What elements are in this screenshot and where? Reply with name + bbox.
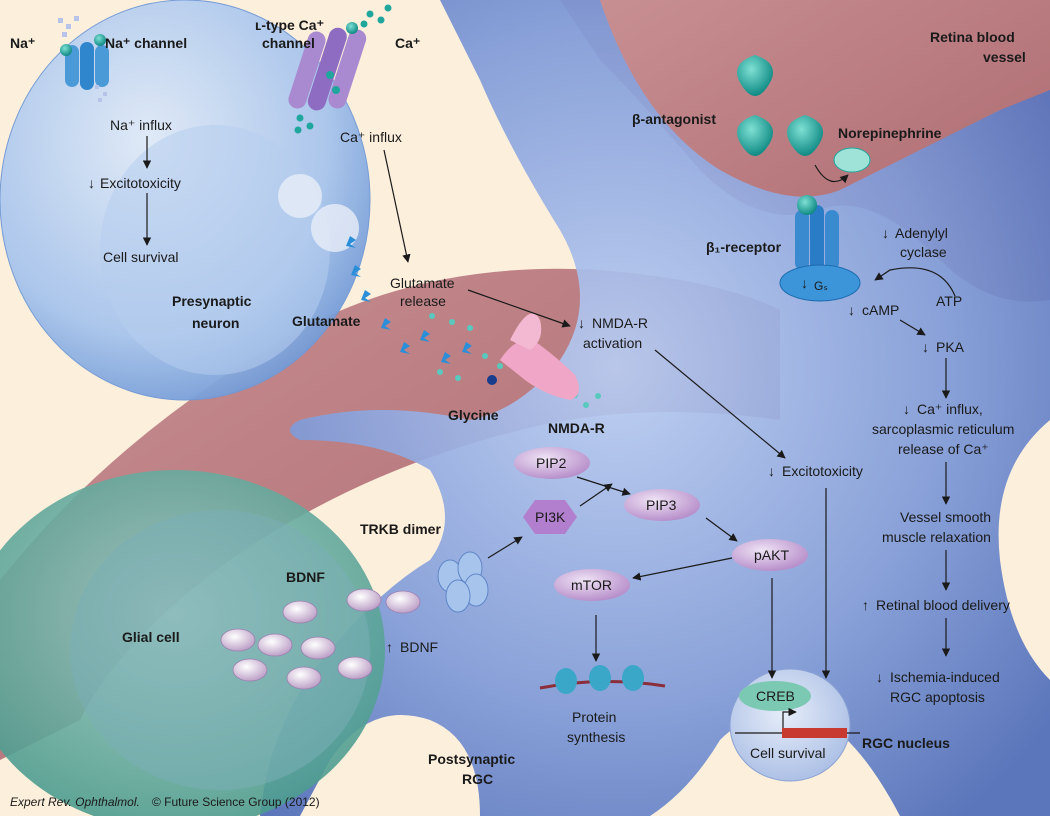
pi3k-node: [523, 500, 577, 534]
bdnf-molecules: [220, 588, 421, 690]
gs-protein: [779, 264, 861, 302]
label-ca-release-1: Ca⁺ influx,: [917, 401, 983, 417]
label-adenylyl-1: Adenylyl: [895, 225, 948, 241]
label-cell-survival-nuc: Cell survival: [750, 745, 825, 761]
nmda-receptor: [487, 313, 579, 400]
label-creb: CREB: [756, 688, 795, 704]
label-beta1-receptor: β₁-receptor: [706, 239, 782, 255]
label-rgc-nucleus: RGC nucleus: [862, 735, 950, 751]
label-nmdar-act-1: NMDA-R: [592, 315, 648, 331]
label-retinal-blood: Retinal blood delivery: [876, 597, 1010, 613]
label-ltype-2: channel: [262, 35, 315, 51]
label-nmdar-act-2: activation: [583, 335, 642, 351]
pakt-node: [732, 539, 808, 571]
na-ions: [58, 16, 107, 102]
label-pka: PKA: [936, 339, 965, 355]
label-excito-post: Excitotoxicity: [782, 463, 863, 479]
label-adenylyl-2: cyclase: [900, 244, 947, 260]
label-ischemia-1: Ischemia-induced: [890, 669, 1000, 685]
pip2-node: [514, 447, 590, 479]
label-glutamate: Glutamate: [292, 313, 361, 329]
na-channel: [60, 34, 109, 90]
arrow-down-nmdar: ↓: [578, 315, 585, 331]
label-na: Na⁺: [10, 35, 35, 51]
arrow-up-retinal: ↑: [862, 597, 869, 613]
label-excito-pre: Excitotoxicity: [100, 175, 181, 191]
label-mtor: mTOR: [571, 577, 612, 593]
glial-nucleus: [70, 510, 370, 790]
trkb-dimer: [437, 551, 489, 613]
label-vessel-relax-2: muscle relaxation: [882, 529, 991, 545]
label-postsynaptic-2: RGC: [462, 771, 493, 787]
pip3-node: [624, 489, 700, 521]
beta-antagonist-molecules: [737, 55, 823, 156]
label-trkb-dimer: TRKB dimer: [360, 521, 441, 537]
ribosomes: [539, 665, 666, 694]
label-cell-survival-pre: Cell survival: [103, 249, 178, 265]
binding-arrow: [814, 164, 849, 184]
mtor-node: [554, 569, 630, 601]
credit-rest: © Future Science Group (2012): [152, 795, 320, 809]
credit-journal: Expert Rev. Ophthalmol.: [10, 795, 140, 809]
label-retina-vessel-1: Retina blood: [930, 29, 1015, 45]
label-gs: Gₛ: [814, 279, 828, 293]
label-presynaptic-2: neuron: [192, 315, 239, 331]
label-ltype-1: ʟ-type Ca⁺: [255, 17, 324, 33]
label-pip2: PIP2: [536, 455, 567, 471]
label-camp: cAMP: [862, 302, 899, 318]
label-glutamate-release-2: release: [400, 293, 446, 309]
vesicle: [311, 204, 359, 252]
arrow-down-adenylyl: ↓: [882, 225, 889, 241]
label-na-influx: Na⁺ influx: [110, 117, 172, 133]
transcription-start: [782, 707, 797, 728]
label-nmdar: NMDA-R: [548, 420, 605, 436]
label-pi3k: PI3K: [535, 509, 566, 525]
gene-bar: [782, 728, 847, 738]
label-bdnf: BDNF: [286, 569, 325, 585]
arrow-down-excito-post: ↓: [768, 463, 775, 479]
ca-ions: [294, 4, 392, 134]
label-beta-antagonist: β-antagonist: [632, 111, 716, 127]
label-vessel-relax-1: Vessel smooth: [900, 509, 991, 525]
arrow-down-excito-pre: ↓: [88, 175, 95, 191]
label-glial-cell: Glial cell: [122, 629, 180, 645]
presynaptic-nucleus: [100, 125, 330, 375]
arrow-down-camp: ↓: [848, 302, 855, 318]
label-protein-1: Protein: [572, 709, 616, 725]
vesicle: [278, 174, 322, 218]
label-postsynaptic-1: Postsynaptic: [428, 751, 515, 767]
label-na-channel: Na⁺ channel: [105, 35, 187, 51]
beta1-receptor: [795, 195, 839, 271]
label-pakt: pAKT: [754, 547, 789, 563]
label-bdnf-up: BDNF: [400, 639, 438, 655]
label-protein-2: synthesis: [567, 729, 625, 745]
arrow-down-ischemia: ↓: [876, 669, 883, 685]
label-glycine: Glycine: [448, 407, 499, 423]
arrow-down-pka: ↓: [922, 339, 929, 355]
arrow-up-bdnf: ↑: [386, 639, 393, 655]
label-atp: ATP: [936, 293, 962, 309]
label-ca-influx: Ca⁺ influx: [340, 129, 402, 145]
ltype-ca-channel: [288, 22, 367, 111]
label-presynaptic-1: Presynaptic: [172, 293, 252, 309]
creb-node: [739, 681, 811, 711]
arrow-down-gs: ↓: [801, 275, 808, 291]
label-ca-release-3: release of Ca⁺: [898, 441, 989, 457]
label-retina-vessel-2: vessel: [983, 49, 1026, 65]
label-ca: Ca⁺: [395, 35, 420, 51]
label-norepinephrine: Norepinephrine: [838, 125, 942, 141]
arrow-down-ca-release: ↓: [903, 401, 910, 417]
label-glutamate-release-1: Glutamate: [390, 275, 455, 291]
label-pip3: PIP3: [646, 497, 677, 513]
glutamate-molecules: [346, 236, 472, 364]
pathway-arrows: [142, 136, 956, 679]
norepinephrine-molecule: [833, 147, 871, 173]
label-ca-release-2: sarcoplasmic reticulum: [872, 421, 1014, 437]
label-ischemia-2: RGC apoptosis: [890, 689, 985, 705]
